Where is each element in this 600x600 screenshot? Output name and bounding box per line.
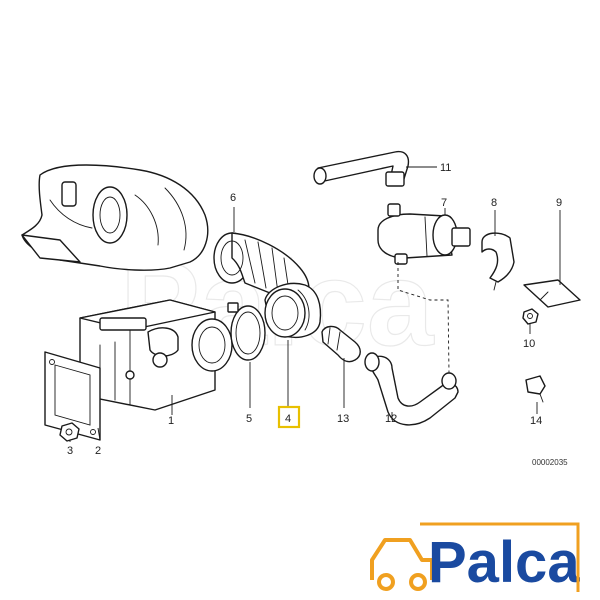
leader-lines bbox=[69, 166, 561, 442]
hose-clamp bbox=[227, 302, 266, 361]
label-10: 10 bbox=[523, 338, 535, 350]
bracket bbox=[523, 279, 581, 308]
reference-number: 00002035 bbox=[532, 458, 568, 467]
label-6: 6 bbox=[230, 192, 236, 204]
label-2: 2 bbox=[95, 445, 101, 457]
logo-text: Palca bbox=[428, 530, 580, 595]
car-icon bbox=[370, 538, 434, 591]
highlight-box bbox=[277, 405, 301, 429]
callout-labels: 1 2 3 4 5 6 7 8 9 10 11 12 13 14 bbox=[67, 162, 562, 457]
label-8: 8 bbox=[491, 197, 497, 209]
label-3: 3 bbox=[67, 445, 73, 457]
label-12: 12 bbox=[385, 413, 397, 425]
intake-manifold bbox=[21, 164, 209, 271]
hose bbox=[364, 352, 459, 426]
idle-control-valve bbox=[377, 203, 471, 265]
air-flow-meter bbox=[79, 299, 233, 411]
label-7: 7 bbox=[441, 197, 447, 209]
palca-logo: Palca bbox=[370, 522, 580, 595]
screw bbox=[525, 375, 546, 403]
label-14: 14 bbox=[530, 415, 542, 427]
label-13: 13 bbox=[337, 413, 349, 425]
rubber-holder bbox=[481, 232, 515, 291]
air-boot bbox=[264, 282, 322, 339]
label-11: 11 bbox=[440, 162, 451, 174]
hose-connector bbox=[321, 325, 361, 363]
label-9: 9 bbox=[556, 197, 562, 209]
routing-line bbox=[397, 262, 450, 374]
label-4: 4 bbox=[285, 413, 291, 425]
nut bbox=[59, 422, 80, 442]
vent-pipe bbox=[313, 150, 410, 187]
label-1: 1 bbox=[168, 415, 174, 427]
label-5: 5 bbox=[246, 413, 252, 425]
nut-small bbox=[522, 308, 539, 325]
